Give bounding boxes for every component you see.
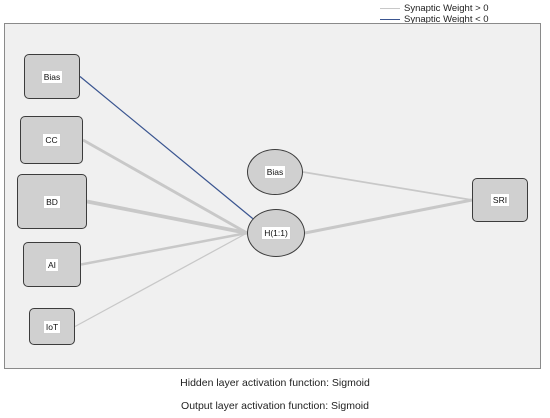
input-node-bd: BD: [17, 174, 87, 229]
hidden-activation-caption: Hidden layer activation function: Sigmoi…: [180, 377, 370, 389]
connection-in-ai-to-hid-h1: [80, 231, 248, 266]
input-node-bias-label: Bias: [40, 69, 64, 84]
connection-hid-bias-to-out-sri: [302, 171, 473, 201]
diagram-panel: Bias CC BD AI IoT Bias H(1:1) SRI: [4, 23, 541, 369]
input-node-bd-label: BD: [43, 194, 61, 209]
hidden-bias-node-label: Bias: [263, 165, 287, 179]
output-activation-caption: Output layer activation function: Sigmoi…: [181, 400, 369, 412]
input-node-iot-label: IoT: [42, 319, 62, 334]
legend-negative-label: Synaptic Weight < 0: [404, 13, 489, 25]
input-node-iot: IoT: [29, 308, 75, 345]
input-node-ai-label: AI: [44, 257, 60, 272]
connections-layer: [74, 76, 473, 328]
connection-in-iot-to-hid-h1: [74, 232, 248, 328]
hidden-node-h1-label: H(1:1): [261, 226, 291, 240]
legend-positive-line: [380, 7, 400, 9]
connection-in-bias-to-hid-h1: [79, 76, 254, 220]
connection-hid-h1-to-out-sri: [304, 198, 473, 235]
output-node-sri: SRI: [472, 178, 528, 222]
connection-in-cc-to-hid-h1: [82, 138, 248, 235]
connection-in-bd-to-hid-h1: [86, 199, 248, 235]
legend-negative-line: [380, 18, 400, 20]
input-node-ai: AI: [23, 242, 81, 287]
input-node-cc-label: CC: [42, 133, 61, 147]
hidden-node-h1: H(1:1): [247, 209, 305, 257]
hidden-bias-node: Bias: [247, 149, 303, 195]
legend: Synaptic Weight > 0 Synaptic Weight < 0: [380, 0, 540, 30]
input-node-cc: CC: [20, 116, 83, 164]
input-node-bias: Bias: [24, 54, 80, 99]
output-node-sri-label: SRI: [489, 193, 511, 207]
legend-negative: Synaptic Weight < 0: [380, 13, 489, 25]
legend-positive: Synaptic Weight > 0: [380, 2, 489, 14]
legend-positive-label: Synaptic Weight > 0: [404, 2, 489, 14]
